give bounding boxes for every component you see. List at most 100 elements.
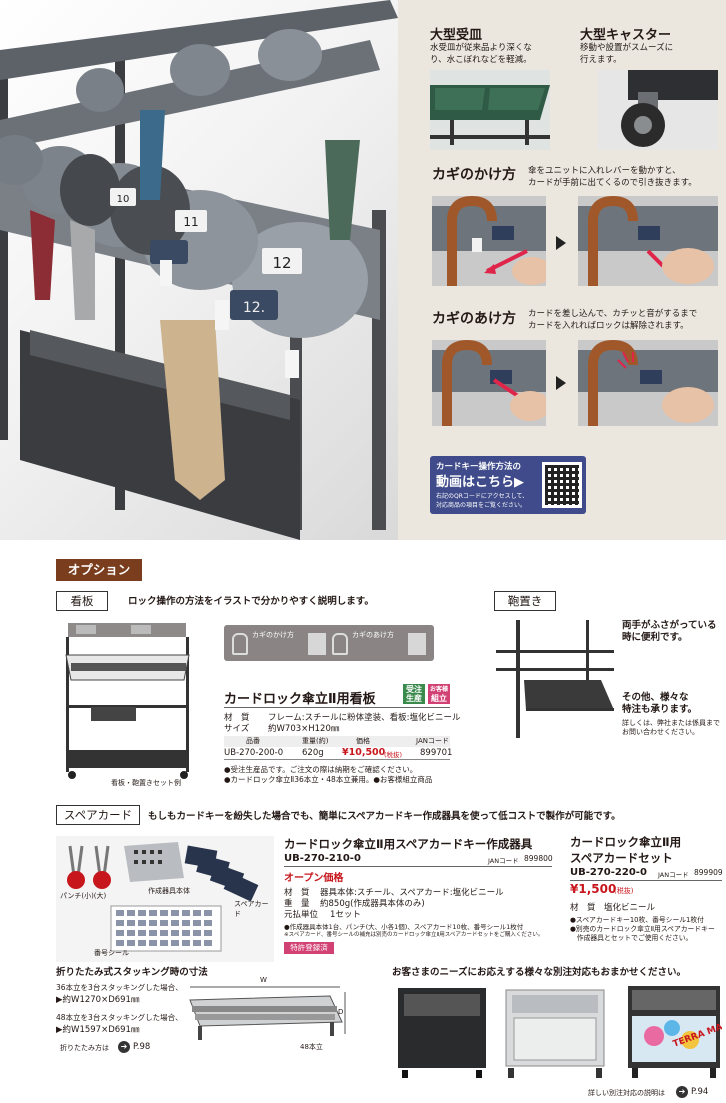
kit-note2: ※スペアカード、番号シールの補充は別売のカードロック傘立Ⅱ用スペアカードセットを… xyxy=(284,932,544,938)
kit-material-value: 器具本体:スチール、スペアカード:塩化ビニール xyxy=(320,888,504,898)
kit-rule xyxy=(284,866,552,867)
video-line4: 対応商品の項目をご覧ください。 xyxy=(436,502,527,509)
signboard-material-value: フレーム:スチールに粉体塗装、看板:塩化ビニール xyxy=(268,713,461,723)
set-product-name-2: スペアカードセット xyxy=(570,851,673,865)
unlock-step-arrow-icon xyxy=(556,376,566,390)
signboard-table-header: 品番 重量(約) 価格 JANコード xyxy=(224,736,450,747)
sign-lock-text: カギのかけ方 xyxy=(252,631,294,639)
bag-stand-line2: 時に便利です。 xyxy=(622,632,688,643)
photo-body-label: 作成器具本体 xyxy=(148,887,190,895)
spare-card-lead: もしもカードキーを紛失した場合でも、簡単にスペアカードキー作成器具を使って低コス… xyxy=(148,811,621,822)
bag-stand-line1: 両手がふさがっている xyxy=(622,620,717,631)
feature-tray-title: 大型受皿 xyxy=(430,28,483,43)
kit-material-label: 材 質 xyxy=(284,888,310,898)
video-line1: カードキー操作方法の xyxy=(436,462,522,472)
hero-umbrella-stand-photo: 12 12. 11 10 xyxy=(0,0,398,540)
set-price: ¥1,500 xyxy=(570,882,617,896)
feature-caster-text-2: 行えます。 xyxy=(580,55,622,65)
th-weight: 重量(約) xyxy=(302,737,329,745)
lock-method-title: カギのかけ方 xyxy=(432,167,516,183)
set-note1: ●スペアカードキー10枚、番号シール1枚付 xyxy=(570,916,704,924)
page-arrow-icon-2[interactable]: ➔ xyxy=(676,1086,688,1098)
qr-code-icon[interactable] xyxy=(542,462,582,508)
feature-tray-text-1: 水受皿が従来品より深くな xyxy=(430,43,532,53)
tray-photo xyxy=(430,70,550,150)
patent-badge: 特許登録済 xyxy=(284,942,334,954)
made-to-order-badge-line1: 受注 xyxy=(406,685,422,694)
spare-card-kit-photo: パンチ(小)(大) 作成器具本体 スペアカード 番号シール xyxy=(56,836,274,962)
set-note3: 作成器具とセットでご使用ください。 xyxy=(570,934,693,942)
sign-figure-left xyxy=(308,633,326,655)
page-arrow-icon[interactable]: ➔ xyxy=(118,1041,130,1053)
lock-step1-photo xyxy=(432,196,546,286)
stacking-title: 折りたたみ式スタッキング時の寸法 xyxy=(56,967,208,978)
td-jan: 899701 xyxy=(420,748,453,758)
kit-price: オープン価格 xyxy=(284,873,344,884)
fold-text: 折りたたみ方は xyxy=(60,1044,109,1052)
td-tax: (税抜) xyxy=(384,751,403,759)
hero-number-10: 10 xyxy=(117,194,130,205)
photo-card-label: スペアカード xyxy=(234,900,269,918)
lock-step-arrow-icon xyxy=(556,236,566,250)
set-material-value: 塩化ビニール xyxy=(604,903,656,913)
feature-tray-text-2: り、水こぼれなどを軽減。 xyxy=(430,55,532,65)
customer-assembly-badge: お客様 組立 xyxy=(428,684,450,704)
kit-weight-label: 重 量 xyxy=(284,899,310,909)
hero-illustration: 12 12. 11 10 xyxy=(0,0,398,540)
set-jan-value: 899909 xyxy=(694,868,723,877)
made-to-order-badge-line2: 生産 xyxy=(406,694,422,703)
kit-weight-value: 約850g(作成器具本体のみ) xyxy=(320,899,425,909)
td-code: UB-270-200-0 xyxy=(224,748,284,758)
lock-open-icon xyxy=(332,633,348,655)
signboard-sign-image: カギのかけ方 カギのあけ方 xyxy=(224,625,434,661)
dim-d-label: D xyxy=(338,1008,344,1016)
unlock-step1-photo xyxy=(432,340,546,426)
set-note2: ●別売のカードロック傘立Ⅱ用スペアカードキー xyxy=(570,925,715,933)
custom-order-photos: TERRA MALL xyxy=(392,980,726,1085)
stacking-48-value: ▶約W1597×D691㎜ xyxy=(56,1025,140,1035)
kit-product-code: UB-270-210-0 xyxy=(284,853,361,864)
video-line3: 右記のQRコードにアクセスして、 xyxy=(436,493,529,500)
video-guide-box[interactable]: カードキー操作方法の 動画はこちら▶ 右記のQRコードにアクセスして、 対応商品… xyxy=(430,456,586,514)
lock-method-text-2: カードが手前に出てくるので引き抜きます。 xyxy=(528,178,697,188)
bag-stand-line4: 特注も承ります。 xyxy=(622,704,698,715)
photo-punch-label: パンチ(小)(大) xyxy=(60,892,107,900)
options-section-label: オプション xyxy=(56,559,142,581)
signboard-rule xyxy=(224,707,450,708)
signboard-product-name: カードロック傘立Ⅱ用看板 xyxy=(224,692,376,707)
caster-photo xyxy=(598,70,718,150)
custom-footer-page[interactable]: P.94 xyxy=(691,1087,709,1097)
fold-page[interactable]: P.98 xyxy=(133,1042,151,1052)
customer-assembly-badge-line2: 組立 xyxy=(431,694,447,703)
set-product-code: UB-270-220-0 xyxy=(570,867,647,878)
custom-footer-text: 詳しい別注対応の説明は xyxy=(588,1089,665,1097)
photo-seal-label: 番号シール xyxy=(94,949,129,957)
kit-note1: ●作成器具本体1台、パンチ(大、小各1個)、スペアカード10枚、番号シール1枚付 xyxy=(284,923,524,931)
bag-stand-line5: 詳しくは、弊社または係員まで xyxy=(622,719,720,727)
made-to-order-badge: 受注 生産 xyxy=(403,684,425,704)
kit-jan-value: 899800 xyxy=(524,854,553,863)
stacking-diagram: W D 48本立 xyxy=(180,976,352,1052)
lock-method-text-1: 傘をユニットに入れレバーを動かすと、 xyxy=(528,166,681,176)
signboard-label: 看板 xyxy=(56,591,108,611)
unlock-step2-photo xyxy=(578,340,718,426)
kit-product-name: カードロック傘立Ⅱ用スペアカードキー作成器具 xyxy=(284,837,533,851)
signboard-size-label: サイズ xyxy=(224,724,250,734)
sign-unlock-text: カギのあけ方 xyxy=(352,631,394,639)
stacking-diagram-caption: 48本立 xyxy=(300,1043,323,1051)
kit-unit-label: 元払単位 xyxy=(284,910,319,920)
stacking-36-text: 36本立を3台スタッキングした場合、 xyxy=(56,983,183,992)
hero-number-12: 12 xyxy=(272,254,291,272)
kit-unit-value: 1セット xyxy=(330,910,361,920)
stacking-48-text: 48本立を3台スタッキングした場合、 xyxy=(56,1013,183,1022)
th-jan: JANコード xyxy=(416,737,449,745)
signboard-note1: ●受注生産品です。ご注文の際は納期をご確認ください。 xyxy=(224,765,418,774)
set-material-label: 材 質 xyxy=(570,903,596,913)
custom-order-lead: お客さまのニーズにお応えする様々な別注対応もおまかせください。 xyxy=(392,967,687,978)
sign-figure-right xyxy=(408,633,426,655)
lock-step2-photo xyxy=(578,196,718,286)
bag-stand-photo xyxy=(496,620,614,738)
th-price: 価格 xyxy=(356,737,370,745)
set-jan-label: JANコード xyxy=(658,871,689,879)
dim-w-label: W xyxy=(260,976,267,984)
